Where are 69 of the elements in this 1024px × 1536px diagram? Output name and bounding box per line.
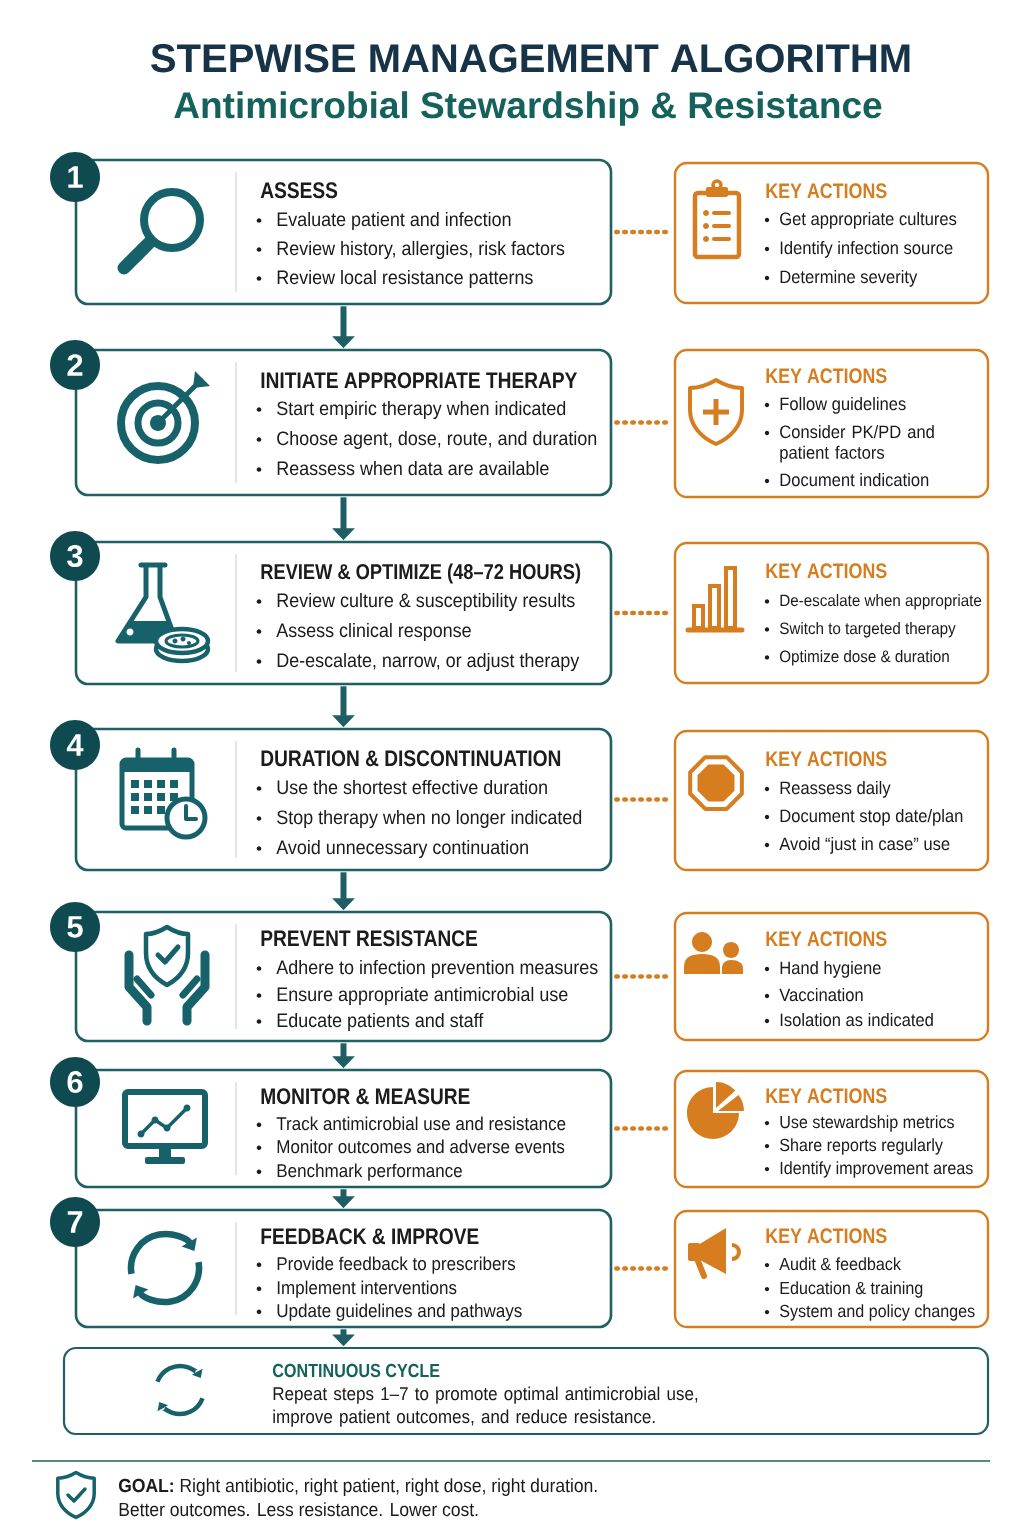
bullet-text: Evaluate patient and infection [277,211,511,231]
bullet-text: De-escalate, narrow, or adjust therapy [277,652,580,672]
bullet-text: Share reports regularly [780,1138,943,1155]
key-actions-heading: KEY ACTIONS [766,1228,887,1244]
bullet-text: System and policy changes [780,1304,975,1321]
bullet-text: Benchmark performance [277,1163,462,1181]
step-heading: MONITOR & MEASURE [261,1088,470,1105]
bullet-text: Choose agent, dose, route, and duration [277,430,597,450]
step-heading: INITIATE APPROPRIATE THERAPY [261,372,578,389]
bullet-text: Identify improvement areas [780,1161,973,1178]
bullet-text: Isolation as indicated [780,1012,933,1027]
step-number: 6 [50,1057,100,1107]
bullet-text: Review local resistance patterns [277,269,533,289]
goal-text: Better outcomes. Less resistance. Lower cost. [119,1502,478,1517]
cycle-heading: CONTINUOUS CYCLE [272,1363,440,1378]
bullet-text: De-escalate when appropriate [780,594,982,610]
bullet-text: Review culture & susceptibility results [277,592,575,612]
bullet-text: Use the shortest effective duration [277,779,547,795]
bullet-text: Reassess daily [780,780,891,798]
bullet-text: Stop therapy when no longer indicated [277,809,582,829]
step-number: 1 [50,152,100,202]
step-number: 5 [50,902,100,952]
key-actions-heading: KEY ACTIONS [766,751,887,767]
step-heading: DURATION & DISCONTINUATION [261,750,561,767]
step-number: 7 [50,1197,100,1247]
bullet-text: Use stewardship metrics [780,1115,954,1132]
bullet-text: Track antimicrobial use and resistance [276,1116,566,1131]
step-number: 4 [50,720,100,770]
bullet-text: Consider PK/PD and patient factors [780,424,934,463]
bullet-text: Identify infection source [780,240,953,258]
key-actions-heading: KEY ACTIONS [766,1088,887,1104]
step-heading: REVIEW & OPTIMIZE (48–72 HOURS) [261,563,581,584]
step-heading: ASSESS [260,182,338,199]
bullet-text: Education & training [780,1281,923,1298]
step-heading: PREVENT RESISTANCE [261,930,478,947]
bullet-text: Hand hygiene [780,960,881,978]
bullet-text: Follow guidelines [780,396,906,414]
bullet-text: Get appropriate cultures [780,211,957,229]
subtitle: Antimicrobial Stewardship & Resistance [174,91,882,126]
key-actions-heading: KEY ACTIONS [766,368,887,384]
bullet-text: Monitor outcomes and adverse events [277,1139,565,1154]
bullet-text: Avoid “just in case” use [779,836,950,854]
bullet-text: Adhere to infection prevention measures [276,959,598,979]
goal-text: GOAL: Right antibiotic, right patient, right dose, right duration. [119,1478,597,1496]
bullet-text: Start empiric therapy when indicated [277,400,566,420]
bullet-text: Implement interventions [277,1280,457,1298]
key-actions-heading: KEY ACTIONS [766,931,887,947]
bullet-text: Document stop date/plan [780,808,963,826]
bullet-text: Vaccination [779,987,863,1002]
bullet-text: Review history, allergies, risk factors [277,240,565,260]
bullet-text: Optimize dose & duration [780,650,949,666]
bullet-text: Assess clinical response [276,622,471,642]
cycle-text: Repeat steps 1–7 to promote optimal antimicrobial use, improve patient outcomes, and reduce resistance. [273,1386,698,1427]
bullet-text: Update guidelines and pathways [277,1303,522,1321]
step-number: 3 [50,531,100,581]
key-actions-heading: KEY ACTIONS [766,183,887,199]
bullet-text: Reassess when data are available [277,460,549,476]
key-actions-heading: KEY ACTIONS [766,563,887,579]
title: STEPWISE MANAGEMENT ALGORITHM [151,44,910,73]
step-heading: FEEDBACK & IMPROVE [261,1228,479,1245]
bullet-text: Audit & feedback [779,1257,901,1271]
bullet-text: Avoid unnecessary continuation [276,839,528,859]
bullet-text: Educate patients and staff [277,1012,484,1032]
bullet-text: Provide feedback to prescribers [277,1256,516,1274]
bullet-text: Ensure appropriate antimicrobial use [277,986,568,1006]
bullet-text: Switch to targeted therapy [779,622,956,638]
bullet-text: Determine severity [780,269,918,287]
step-number: 2 [50,340,100,390]
bullet-text: Document indication [780,472,929,487]
